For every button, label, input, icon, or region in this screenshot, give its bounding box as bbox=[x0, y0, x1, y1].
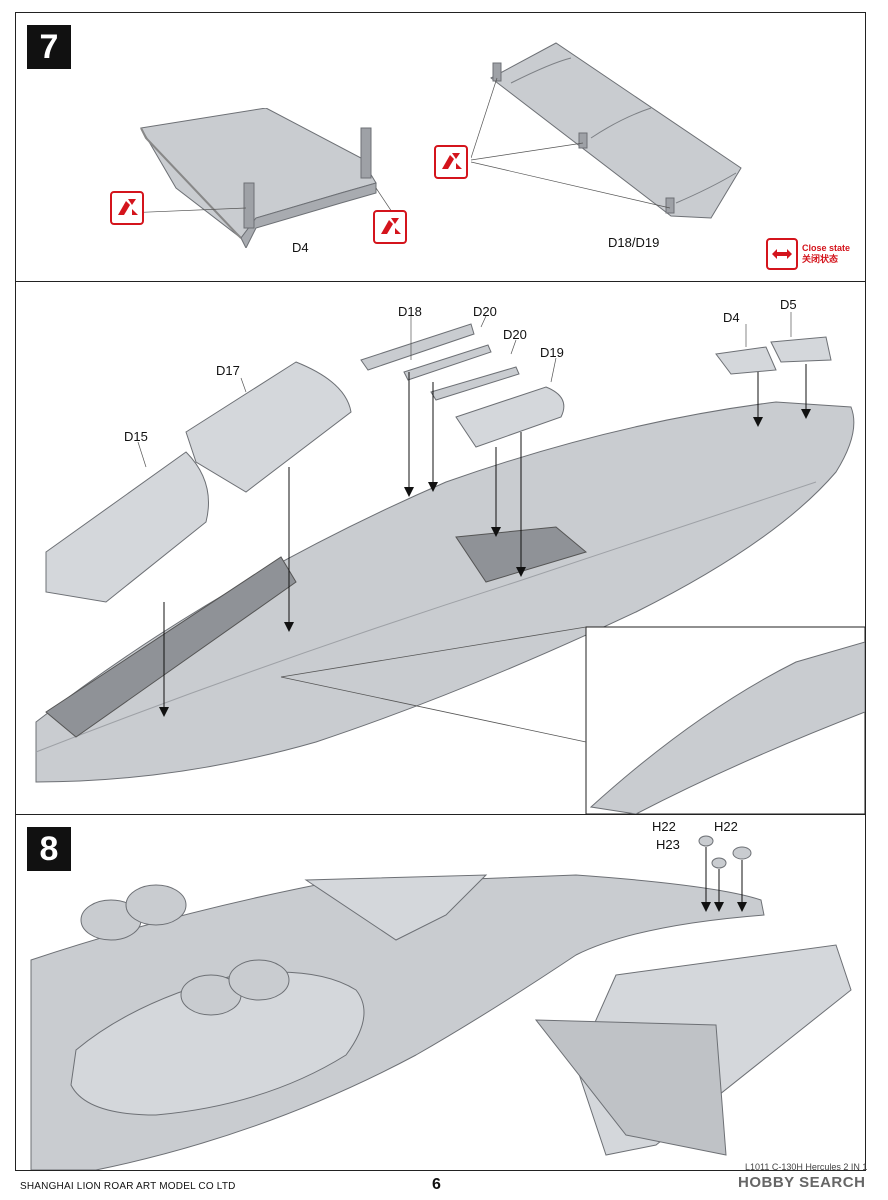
fuselage-tail-drawing bbox=[30, 835, 852, 1170]
step-number-8: 8 bbox=[27, 827, 71, 871]
callout-d4: D4 bbox=[723, 310, 740, 325]
callout-d20: D20 bbox=[503, 327, 527, 342]
callout-d18: D18 bbox=[398, 304, 422, 319]
part-d18-d19-drawing bbox=[471, 42, 742, 219]
product-name: L1011 C-130H Hercules 2 IN 1 bbox=[745, 1162, 868, 1172]
callout-h22: H22 bbox=[652, 819, 676, 834]
company-name: SHANGHAI LION ROAR ART MODEL CO LTD bbox=[20, 1181, 236, 1192]
callout-h23: H23 bbox=[656, 837, 680, 852]
close-state-label-en: Close state bbox=[802, 243, 851, 253]
step-number-7: 7 bbox=[27, 25, 71, 69]
close-state-icon bbox=[766, 238, 798, 270]
callout-d19: D19 bbox=[540, 345, 564, 360]
step7-assembly-panel: D18 D20 D20 D19 D17 D15 D4 D5 bbox=[15, 281, 866, 815]
callout-d20: D20 bbox=[473, 304, 497, 319]
watermark-text: HOBBY SEARCH bbox=[738, 1174, 866, 1191]
part-d4-drawing bbox=[126, 108, 396, 248]
callout-d15: D15 bbox=[124, 429, 148, 444]
page-number: 6 bbox=[432, 1176, 441, 1193]
glue-icon bbox=[434, 145, 468, 179]
callout-d5: D5 bbox=[780, 297, 797, 312]
callout-d17: D17 bbox=[216, 363, 240, 378]
callout-h22: H22 bbox=[714, 819, 738, 834]
fuselage-assembly-drawing bbox=[35, 312, 865, 814]
glue-icon bbox=[110, 191, 144, 225]
glue-icon bbox=[373, 210, 407, 244]
step7-parts-panel: 7 D4 D18/D19 bbox=[15, 12, 866, 282]
part-label-d18-d19: D18/D19 bbox=[608, 235, 660, 250]
step8-assembly-panel: 8 H22 H22 H23 bbox=[15, 814, 866, 1171]
close-state-legend: Close state 关闭状态 bbox=[766, 238, 850, 270]
part-label-d4: D4 bbox=[292, 240, 309, 255]
close-state-label-zh: 关闭状态 bbox=[802, 254, 839, 264]
